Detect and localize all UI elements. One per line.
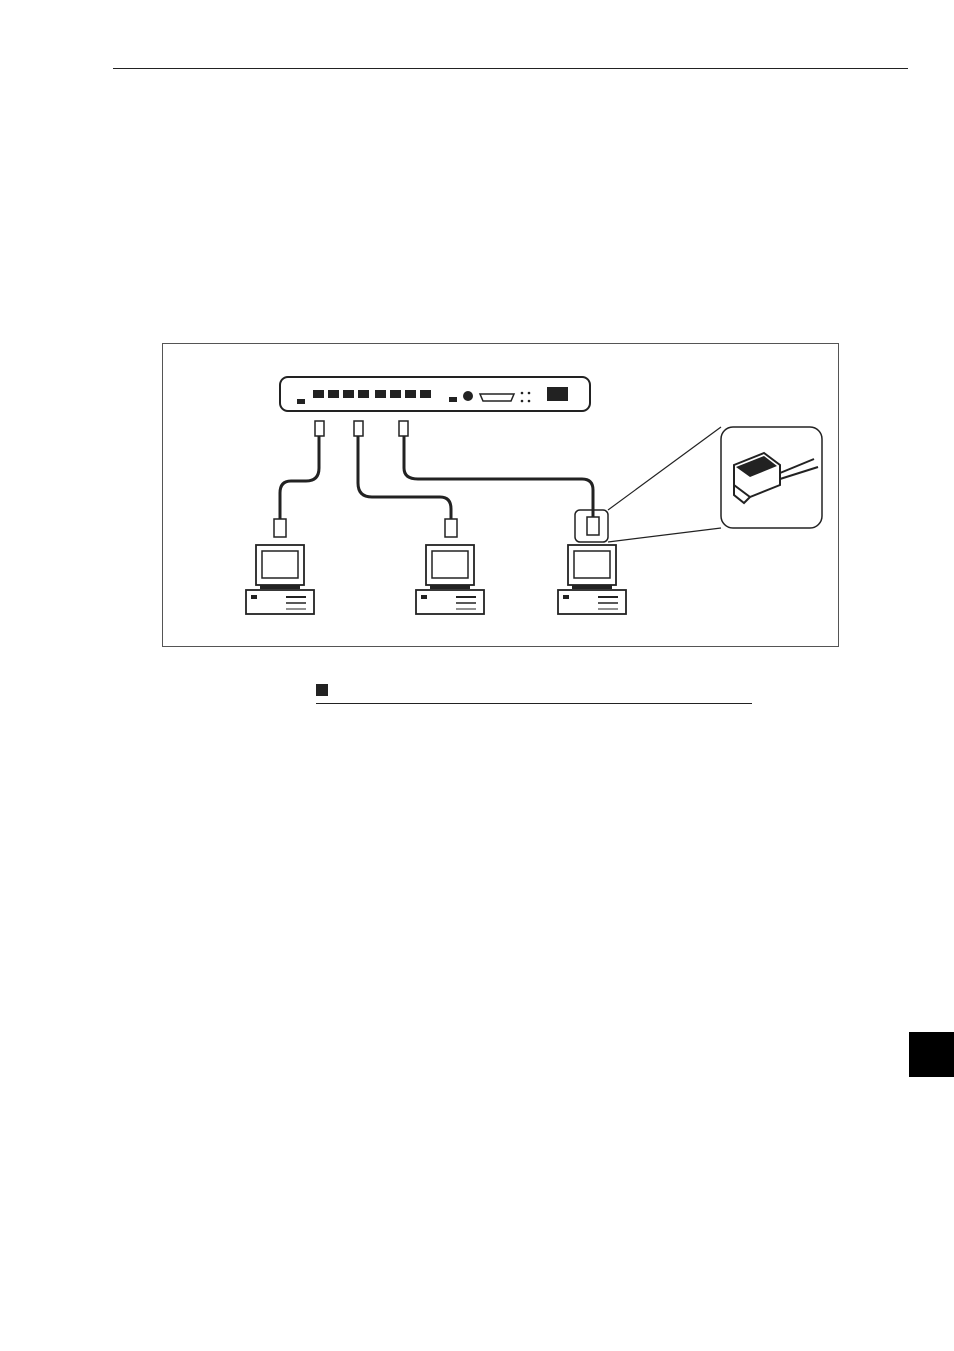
hub-indicator-left	[297, 399, 305, 404]
serial-port	[480, 394, 514, 401]
figure-caption	[316, 683, 752, 704]
computer-plug	[274, 517, 599, 537]
hub-plug	[315, 421, 408, 436]
cable	[280, 436, 593, 519]
rj45-plug-closeup-icon	[721, 427, 822, 528]
power-jack	[463, 391, 473, 401]
network-hub	[280, 377, 590, 411]
network-diagram	[162, 343, 839, 647]
hub-label-plate	[547, 387, 568, 401]
computer-icon	[246, 545, 314, 614]
callout-leader	[608, 427, 721, 542]
computer-icon	[416, 545, 484, 614]
chapter-thumb-tab	[909, 1032, 954, 1077]
hub-switch	[449, 397, 457, 402]
computer-icon	[558, 545, 626, 614]
square-bullet-icon	[316, 684, 328, 696]
header-rule	[113, 68, 908, 69]
